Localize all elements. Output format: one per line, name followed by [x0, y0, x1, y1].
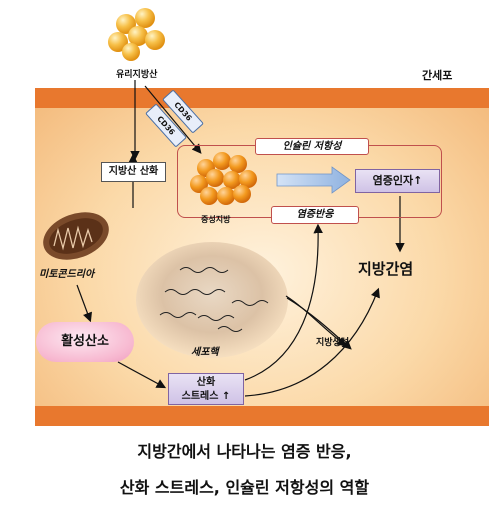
nucleus-label: 세포핵 [191, 347, 219, 358]
steatohepatitis-label: 지방간염 [358, 260, 414, 278]
cell-membrane-top [35, 88, 489, 108]
free-fatty-acid-cluster [108, 8, 165, 61]
mitochondria-label: 미토콘드리아 [39, 269, 95, 280]
mitochondrion-graphic [43, 212, 109, 260]
fatty-acid-oxidation-box: 지방산 산화 [101, 162, 166, 182]
insulin-resistance-label: 인슐린 저항성 [255, 138, 369, 155]
free-fatty-acid-label: 유리지방산 [116, 70, 158, 80]
inflammatory-response-label: 염증반응 [271, 206, 359, 224]
pathway-arrows [76, 80, 405, 397]
oxidative-stress-line2: 스트레스 ↑ [181, 391, 231, 402]
cell-membrane-bottom [35, 406, 489, 426]
nucleus-graphic [136, 242, 288, 358]
hepatocyte-label: 간세포 [422, 69, 453, 82]
triglyceride-droplets [190, 152, 257, 205]
caption-line2: 산화 스트레스, 인슐린 저항성의 역할 [119, 478, 370, 497]
lipogenesis-label: 지방생성 [316, 338, 350, 348]
oxidative-stress-line1: 산화 [196, 377, 216, 388]
cytokine-box: 염증인자↑ [355, 169, 440, 193]
oxidative-stress-box: 산화 스트레스 ↑ [168, 373, 244, 405]
tg-to-cytokine-arrow [276, 166, 351, 194]
caption-line1: 지방간에서 나타나는 염증 반응, [137, 442, 352, 461]
triglyceride-label: 중성지방 [201, 215, 231, 224]
ros-label: 활성산소 [36, 322, 134, 362]
